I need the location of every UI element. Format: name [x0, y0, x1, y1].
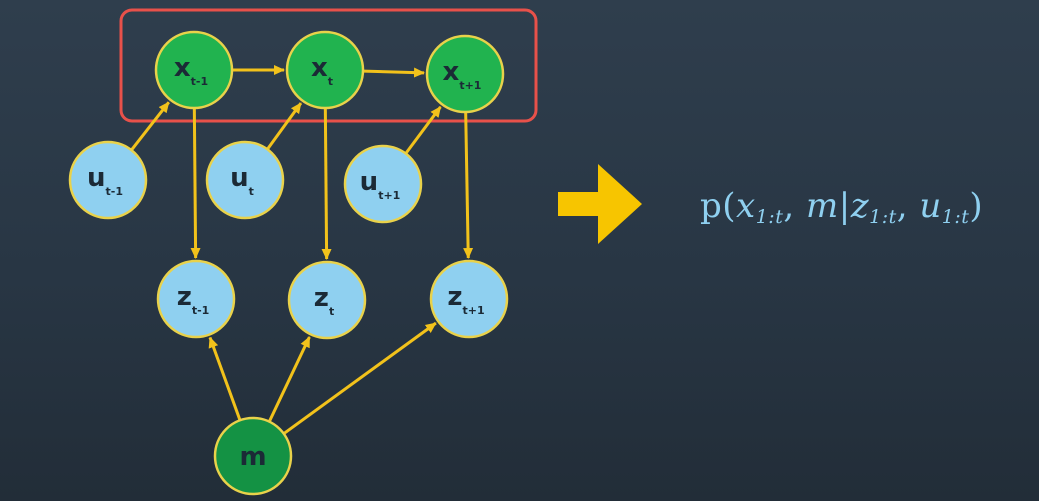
node-x-next: xt+1: [425, 34, 505, 114]
formula-p: p: [700, 186, 723, 226]
posterior-formula: p(x1:t, m|z1:t, u1:t): [700, 186, 984, 228]
formula-open-paren: (: [722, 186, 737, 226]
node-label: zt+1: [447, 282, 484, 317]
node-label: ut-1: [87, 163, 123, 198]
formula-u-sub: 1:t: [941, 206, 970, 228]
edge-x-cur-to-z-cur: [321, 108, 332, 261]
node-subscript: t+1: [463, 304, 485, 317]
node-u-cur: ut: [205, 140, 285, 220]
node-x-cur: xt: [285, 30, 365, 110]
formula-bar: |: [838, 186, 851, 226]
node-main-symbol: x: [443, 57, 460, 87]
edge-layer: [130, 65, 474, 435]
node-subscript: t+1: [378, 189, 400, 202]
node-main-symbol: z: [447, 282, 462, 312]
edge-u-prev-to-x-prev: [130, 101, 170, 151]
node-subscript: t-1: [191, 75, 208, 88]
formula-comma-1: ,: [783, 186, 806, 226]
edge-x-next-to-z-next: [463, 112, 474, 260]
node-circle: [213, 416, 293, 496]
node-label: xt+1: [443, 57, 482, 92]
formula-z-sub: 1:t: [869, 206, 897, 228]
node-main-symbol: z: [177, 282, 192, 312]
node-circle: [425, 34, 505, 114]
implies-arrow-icon: [558, 164, 642, 244]
node-main-symbol: u: [360, 167, 379, 197]
formula-comma-2: ,: [896, 186, 920, 226]
node-circle: [429, 259, 509, 339]
node-m: m: [213, 416, 293, 496]
edge-x-prev-to-z-prev: [190, 108, 201, 260]
edge-m-to-z-next: [283, 321, 437, 435]
node-subscript: t: [249, 185, 254, 198]
node-subscript: t+1: [459, 79, 481, 92]
node-circle: [68, 140, 148, 220]
node-circle: [285, 30, 365, 110]
node-label: ut: [230, 163, 254, 198]
node-u-prev: ut-1: [68, 140, 148, 220]
formula-u: u: [919, 186, 942, 226]
formula-x-sub: 1:t: [755, 206, 784, 228]
edge-x-cur-to-x-next: [363, 67, 426, 78]
node-label: ut+1: [360, 167, 401, 202]
node-label: xt-1: [174, 53, 208, 88]
node-x-prev: xt-1: [154, 30, 234, 110]
node-label: zt: [314, 283, 334, 318]
formula-m: m: [805, 186, 839, 226]
node-circle: [154, 30, 234, 110]
node-subscript: t: [328, 75, 333, 88]
node-main-symbol: u: [87, 163, 106, 193]
node-main-symbol: m: [239, 442, 266, 472]
node-circle: [205, 140, 285, 220]
formula-x: x: [736, 186, 756, 226]
node-subscript: t-1: [106, 185, 123, 198]
node-u-next: ut+1: [343, 144, 423, 224]
node-subscript: t: [329, 305, 334, 318]
node-z-next: zt+1: [429, 259, 509, 339]
edge-u-cur-to-x-cur: [266, 102, 303, 150]
edge-m-to-z-prev: [208, 336, 242, 420]
node-main-symbol: x: [311, 53, 328, 83]
node-main-symbol: u: [230, 163, 249, 193]
formula-close-paren: ): [969, 186, 984, 226]
node-circle: [343, 144, 423, 224]
node-z-cur: zt: [287, 260, 367, 340]
node-label: m: [239, 442, 266, 472]
node-z-prev: zt-1: [156, 259, 236, 339]
formula-z: z: [850, 186, 870, 226]
node-circle: [287, 260, 367, 340]
node-main-symbol: z: [314, 283, 329, 313]
node-label: xt: [311, 53, 333, 88]
node-circle: [156, 259, 236, 339]
edge-m-to-z-cur: [268, 336, 311, 422]
node-subscript: t-1: [192, 304, 209, 317]
node-main-symbol: x: [174, 53, 191, 83]
pose-chain-highlight-box: [119, 8, 538, 123]
edge-u-next-to-x-next: [405, 105, 442, 154]
node-label: zt-1: [177, 282, 210, 317]
